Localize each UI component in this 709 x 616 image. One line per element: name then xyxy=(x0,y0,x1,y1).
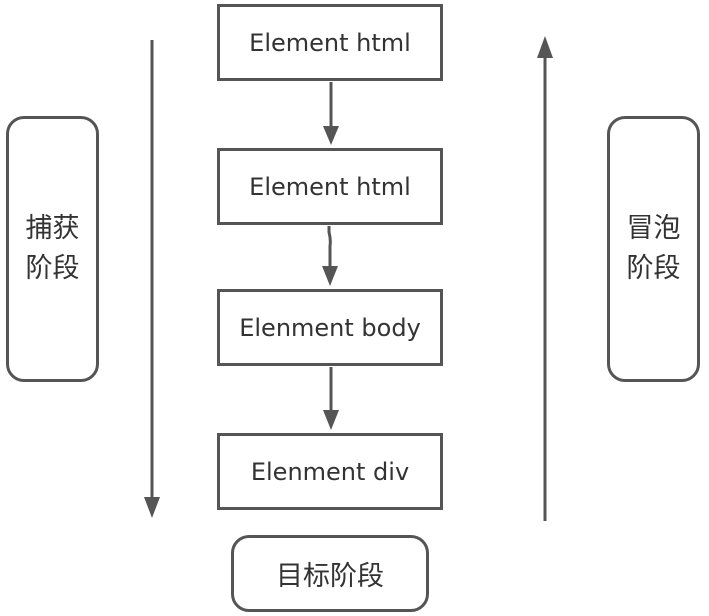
target-phase-label: 目标阶段 xyxy=(276,561,384,592)
connector-arrow-1 xyxy=(323,82,339,145)
node-element-body: Elenment body xyxy=(217,289,443,366)
node-label: Element html xyxy=(249,172,411,201)
capture-down-arrow xyxy=(144,40,160,518)
node-label: Elenment body xyxy=(239,313,421,342)
capture-phase-label-line2: 阶段 xyxy=(25,253,80,284)
node-label: Elenment div xyxy=(250,457,410,486)
node-label: Element html xyxy=(249,28,411,57)
node-element-div: Elenment div xyxy=(217,433,443,510)
connector-arrow-2 xyxy=(322,226,338,286)
bubble-phase-label-line1: 冒泡 xyxy=(626,213,681,244)
target-phase-box: 目标阶段 xyxy=(231,535,429,612)
connector-arrow-3 xyxy=(323,367,339,430)
node-element-html: Element html xyxy=(217,148,443,225)
capture-phase-box: 捕获 阶段 xyxy=(6,116,99,382)
bubble-phase-label-line2: 阶段 xyxy=(626,253,681,284)
bubble-phase-box: 冒泡 阶段 xyxy=(607,116,700,382)
capture-phase-label-line1: 捕获 xyxy=(25,213,80,244)
node-element-html-root: Element html xyxy=(217,4,443,81)
bubble-up-arrow xyxy=(537,36,553,521)
